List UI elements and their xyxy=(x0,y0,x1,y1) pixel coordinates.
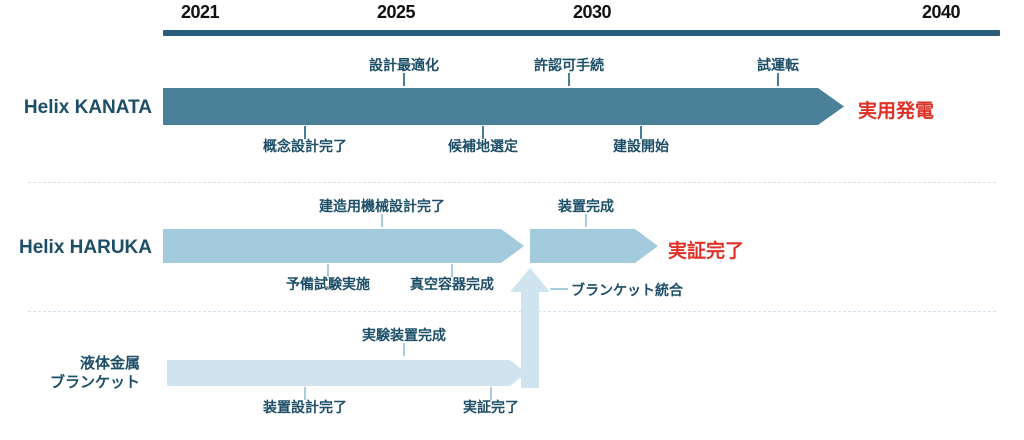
milestone-tick xyxy=(403,73,405,87)
milestone-kanata-licensing: 許認可手続 xyxy=(534,57,604,87)
row-label-helix-haruka: Helix HARUKA xyxy=(18,237,152,258)
bar-liquid-metal-blanket xyxy=(167,360,526,386)
connector-arrow-blanket-integration xyxy=(510,268,550,388)
milestone-kanata-conceptual-design-complete: 概念設計完了 xyxy=(263,126,347,154)
milestone-label: 予備試験実施 xyxy=(286,276,370,292)
row-separator-2 xyxy=(28,311,996,312)
row-label-line-2: ブランケット xyxy=(49,373,140,391)
milestone-blanket-experimental-device-complete: 実験装置完成 xyxy=(362,327,446,357)
milestone-tick xyxy=(403,343,405,357)
milestone-label: 装置完成 xyxy=(558,198,614,214)
row-label-helix-kanata: Helix KANATA xyxy=(23,97,152,118)
year-label-2021: 2021 xyxy=(180,2,220,22)
year-label-2025: 2025 xyxy=(376,2,416,22)
milestone-tick xyxy=(777,73,779,87)
milestone-kanata-design-optimization: 設計最適化 xyxy=(369,57,439,87)
milestone-tick xyxy=(451,264,453,277)
end-label-helix-haruka: 実証完了 xyxy=(668,241,745,262)
milestone-blanket-device-design-complete: 装置設計完了 xyxy=(263,387,347,415)
milestone-haruka-device-complete: 装置完成 xyxy=(558,198,614,228)
milestone-tick xyxy=(304,387,306,400)
connector-label-blanket-integration: ブランケット統合 xyxy=(571,282,683,298)
milestone-label: 試運転 xyxy=(757,57,799,73)
row-label-line-1: 液体金属 xyxy=(79,355,140,372)
milestone-label: 建設開始 xyxy=(613,138,669,154)
milestone-haruka-construction-machine-design-complete: 建造用機械設計完了 xyxy=(319,198,445,228)
milestone-tick xyxy=(490,387,492,400)
milestone-tick xyxy=(585,214,587,228)
milestone-label: 候補地選定 xyxy=(448,138,518,154)
milestone-label: 実証完了 xyxy=(463,399,519,415)
milestone-haruka-vacuum-vessel-complete: 真空容器完成 xyxy=(410,264,494,292)
bar-helix-haruka-phase1 xyxy=(163,229,524,263)
bar-helix-kanata xyxy=(163,88,844,125)
milestone-tick xyxy=(381,214,383,228)
row-label-liquid-metal-blanket: 液体金属 ブランケット xyxy=(0,355,140,393)
bar-helix-haruka-phase2 xyxy=(530,229,658,263)
milestone-label: 建造用機械設計完了 xyxy=(319,198,445,214)
end-label-helix-kanata: 実用発電 xyxy=(858,101,935,122)
milestone-haruka-preliminary-test: 予備試験実施 xyxy=(286,264,370,292)
milestone-tick xyxy=(304,126,306,139)
connector-leader-line xyxy=(550,288,568,290)
year-label-2030: 2030 xyxy=(572,2,612,22)
milestone-tick xyxy=(568,73,570,87)
milestone-label: 概念設計完了 xyxy=(263,138,347,154)
milestone-kanata-site-selection: 候補地選定 xyxy=(448,126,518,154)
timeline-axis xyxy=(163,30,1000,36)
milestone-label: 設計最適化 xyxy=(369,57,439,73)
milestone-kanata-construction-start: 建設開始 xyxy=(613,126,669,154)
milestone-tick xyxy=(482,126,484,139)
milestone-tick xyxy=(640,126,642,139)
milestone-label: 許認可手続 xyxy=(534,57,604,73)
milestone-label: 実験装置完成 xyxy=(362,327,446,343)
milestone-kanata-trial-operation: 試運転 xyxy=(757,57,799,87)
row-separator-1 xyxy=(28,182,996,183)
milestone-blanket-demonstration-complete: 実証完了 xyxy=(463,387,519,415)
year-label-2040: 2040 xyxy=(921,2,961,22)
milestone-tick xyxy=(327,264,329,277)
milestone-label: 装置設計完了 xyxy=(263,399,347,415)
milestone-label: 真空容器完成 xyxy=(410,276,494,292)
